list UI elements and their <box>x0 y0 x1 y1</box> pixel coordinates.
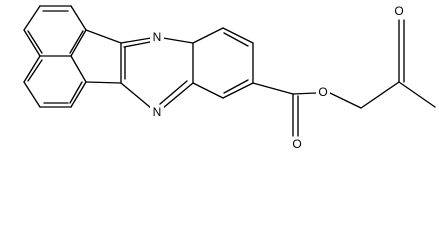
bond-pyrazine-double-2 <box>123 41 151 48</box>
atom-o-ketone: O <box>394 4 403 18</box>
bond-layer <box>23 5 436 137</box>
bond-upper-double-3 <box>69 30 84 54</box>
o-carbonyl-mask <box>290 138 304 152</box>
bond-benzo-2 <box>222 27 254 44</box>
atom-n-top: N <box>153 30 162 44</box>
bond-ester-1 <box>252 82 294 95</box>
bond-pyrazine-5 <box>120 82 152 109</box>
bond-five-1 <box>85 29 122 44</box>
bond-benzo-5 <box>192 82 224 99</box>
bond-pyrazine-2 <box>162 37 194 44</box>
bond-benzo-1 <box>192 27 224 44</box>
bond-lower-4 <box>23 81 41 108</box>
chemical-structure-diagram: N N O O O <box>23 4 436 152</box>
bond-benzo-double-2 <box>223 79 249 94</box>
bond-pyrazine-double-1 <box>159 80 188 105</box>
bond-five-3 <box>85 81 122 84</box>
atom-label-layer: N N O O O <box>150 4 406 152</box>
bond-upper-double-2 <box>27 30 43 54</box>
bond-upper-6 <box>23 5 41 31</box>
bond-acetonyl-methyl <box>398 81 436 108</box>
atom-n-bottom: N <box>153 105 162 119</box>
atom-o-ester: O <box>318 85 327 99</box>
bond-pyrazine-4 <box>162 82 194 109</box>
bond-lower-double-2 <box>27 59 43 82</box>
bond-lower-2 <box>70 81 87 108</box>
bond-ester-2 <box>292 92 317 95</box>
n-top-mask <box>150 31 164 45</box>
molecule-drawing: N N O O O <box>23 4 436 152</box>
atom-o-carbonyl: O <box>292 137 301 151</box>
bond-pyrazine-1 <box>120 37 152 44</box>
n-bottom-mask <box>150 106 164 120</box>
bond-benzo-4 <box>222 82 254 99</box>
bond-upper-2 <box>70 5 87 31</box>
bond-lower-5 <box>23 55 41 83</box>
bond-upper-5 <box>23 29 41 57</box>
bond-lower-double-3 <box>69 81 83 104</box>
bond-ester-3 <box>329 92 362 109</box>
o-ketone-mask <box>392 5 406 19</box>
bond-acetonyl-1 <box>360 81 400 109</box>
bond-lower-1 <box>70 55 87 83</box>
bond-benzo-double-1 <box>223 32 249 47</box>
o-ester-mask <box>316 86 330 100</box>
bond-upper-3 <box>70 29 87 57</box>
